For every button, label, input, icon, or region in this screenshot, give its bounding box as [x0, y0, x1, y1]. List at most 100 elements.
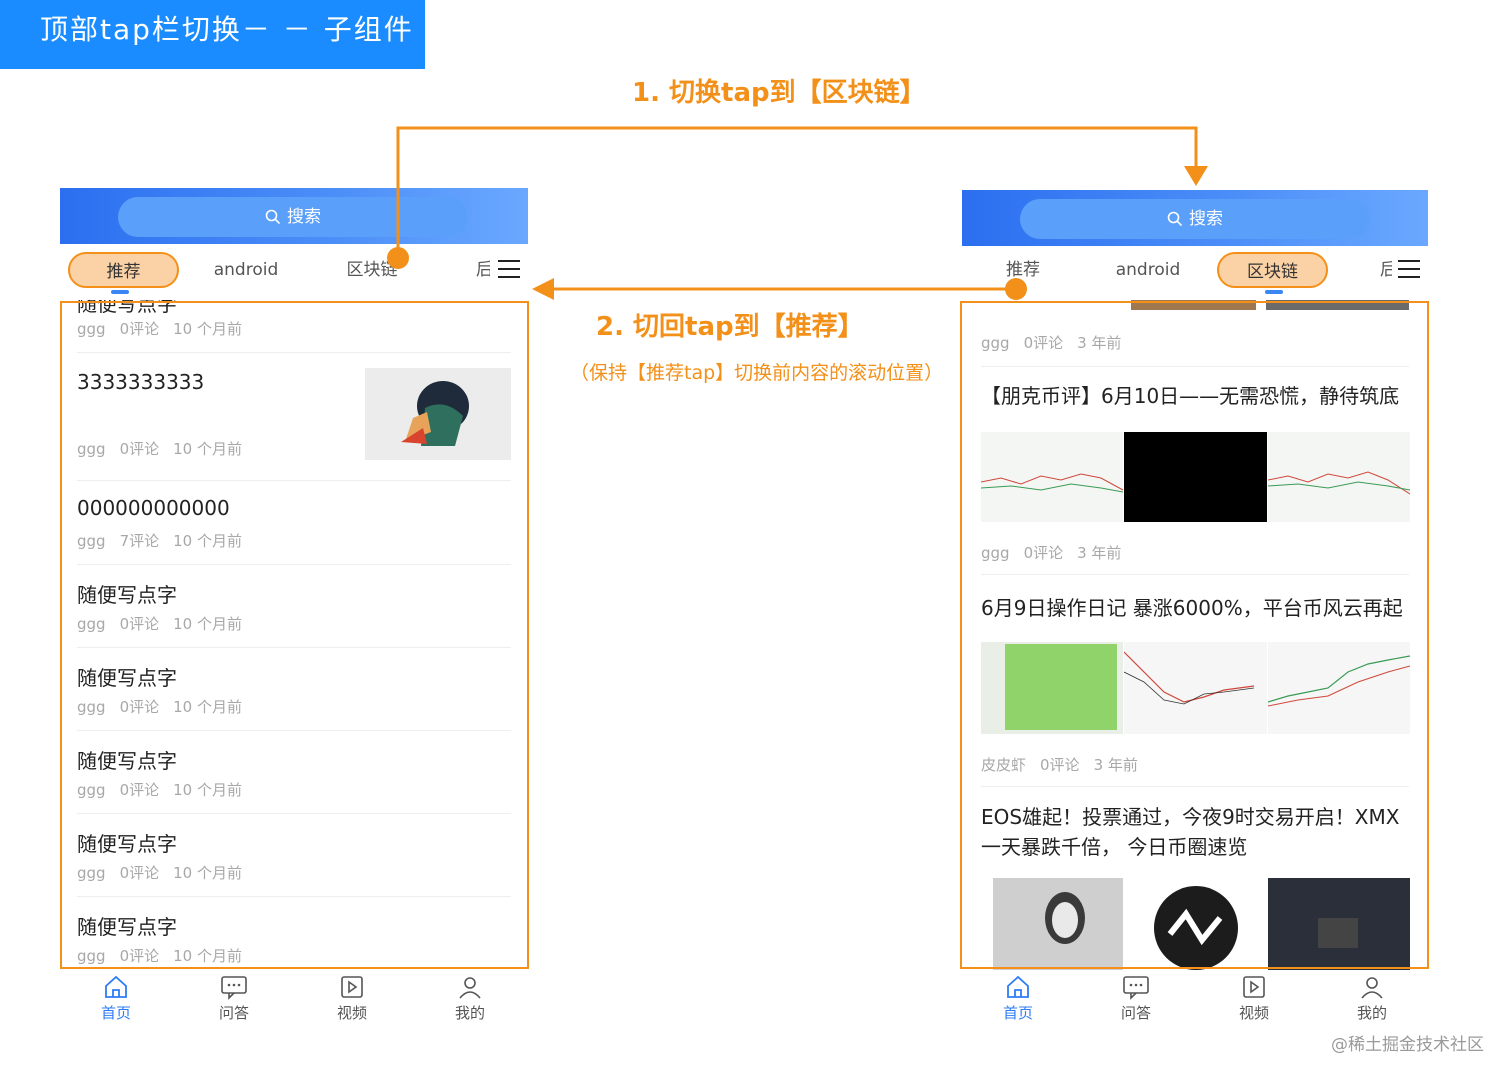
- item-title: 随便写点字: [77, 583, 177, 607]
- search-icon: [265, 209, 281, 225]
- item-thumbnail: [1266, 300, 1409, 310]
- chat-icon: [221, 976, 247, 1000]
- portrait-image: [993, 878, 1123, 970]
- item-title: 随便写点字: [77, 666, 177, 690]
- tab-backend[interactable]: 后: [1380, 260, 1392, 280]
- item-title: 3333333333: [77, 370, 205, 394]
- page-title-banner: 顶部tap栏切换－ － 子组件: [0, 0, 425, 69]
- person-photo: [1045, 892, 1085, 944]
- chart-thumbnail: [1267, 432, 1411, 522]
- tabbar-video[interactable]: 视频: [1219, 974, 1289, 1023]
- home-icon: [1007, 975, 1029, 998]
- tabbar-qa[interactable]: 问答: [199, 974, 269, 1023]
- candlestick-chart-image: [1267, 655, 1411, 707]
- stock-chart-image: [1267, 471, 1411, 495]
- tab-android[interactable]: android: [213, 260, 279, 280]
- bottom-tab-bar: 首页 问答 视频 我的: [962, 970, 1428, 1030]
- annotation-step2-note: （保持【推荐tap】切换前内容的滚动位置）: [570, 362, 944, 384]
- eos-logo-image: [1154, 886, 1238, 970]
- active-tab-indicator: [1265, 290, 1283, 294]
- chat-icon: [1123, 976, 1149, 1000]
- search-input[interactable]: 搜索: [118, 197, 468, 237]
- tabbar-me[interactable]: 我的: [1337, 974, 1407, 1023]
- arrow-head-left: [532, 278, 554, 300]
- illustration-image: [401, 381, 469, 446]
- item-title: 【朋克币评】6月10日——无需恐慌，静待筑底: [981, 384, 1400, 408]
- item-title: 000000000000: [77, 496, 230, 520]
- active-tab-indicator: [111, 290, 129, 294]
- search-header: 搜索: [962, 190, 1428, 246]
- candlestick-chart-image: [1123, 651, 1255, 705]
- top-tab-bar: 推荐 android 区块链 后: [962, 244, 1428, 298]
- search-label: 搜索: [1189, 209, 1223, 229]
- tabbar-video[interactable]: 视频: [317, 974, 387, 1023]
- search-input[interactable]: 搜索: [1020, 199, 1370, 239]
- home-icon: [105, 975, 127, 998]
- top-tab-bar: 推荐 android 区块链 后: [60, 244, 528, 298]
- video-icon: [341, 976, 363, 998]
- menu-icon[interactable]: [1398, 260, 1420, 280]
- user-icon: [459, 977, 481, 999]
- item-title: 随便写点字: [77, 832, 177, 856]
- text-thumbnail: [981, 642, 1123, 734]
- redacted-image: [1124, 432, 1267, 522]
- tab-blockchain[interactable]: 区块链: [1217, 252, 1328, 288]
- annotation-step1: 1. 切换tap到【区块链】: [632, 78, 926, 108]
- tab-recommend[interactable]: 推荐: [1006, 260, 1040, 280]
- search-header: 搜索: [60, 188, 528, 244]
- tabbar-qa[interactable]: 问答: [1101, 974, 1171, 1023]
- tab-android[interactable]: android: [1115, 260, 1181, 280]
- stock-chart-image: [980, 473, 1124, 493]
- arrow-head-down: [1184, 166, 1208, 186]
- item-title: 随便写点字: [77, 300, 177, 316]
- item-title: 随便写点字: [77, 915, 177, 939]
- search-icon: [1167, 211, 1183, 227]
- screenshot-image: [1268, 878, 1410, 970]
- item-title: EOS雄起！投票通过，今夜9时交易开启！XMX一天暴跌千倍， 今日币圈速览: [981, 805, 1400, 859]
- chart-thumbnail: [980, 432, 1124, 522]
- search-label: 搜索: [287, 207, 321, 227]
- tabbar-home[interactable]: 首页: [983, 974, 1053, 1023]
- user-icon: [1361, 977, 1383, 999]
- tabbar-me[interactable]: 我的: [435, 974, 505, 1023]
- chart-thumbnail: [1267, 642, 1411, 734]
- video-icon: [1243, 976, 1265, 998]
- item-thumbnail: [1131, 300, 1256, 310]
- tab-recommend[interactable]: 推荐: [68, 252, 179, 288]
- item-thumbnail: [365, 368, 511, 460]
- annotation-step2: 2. 切回tap到【推荐】: [596, 312, 864, 342]
- tab-backend[interactable]: 后: [476, 260, 490, 280]
- menu-icon[interactable]: [498, 260, 520, 280]
- tabbar-home[interactable]: 首页: [81, 974, 151, 1023]
- chart-thumbnail: [1123, 642, 1267, 734]
- list-item[interactable]: EOS雄起！投票通过，今夜9时交易开启！XMX一天暴跌千倍， 今日币圈速览: [981, 790, 1410, 970]
- tab-blockchain[interactable]: 区块链: [346, 260, 398, 280]
- item-title: 6月9日操作日记 暴涨6000%，平台币风云再起: [981, 596, 1403, 620]
- item-title: 随便写点字: [77, 749, 177, 773]
